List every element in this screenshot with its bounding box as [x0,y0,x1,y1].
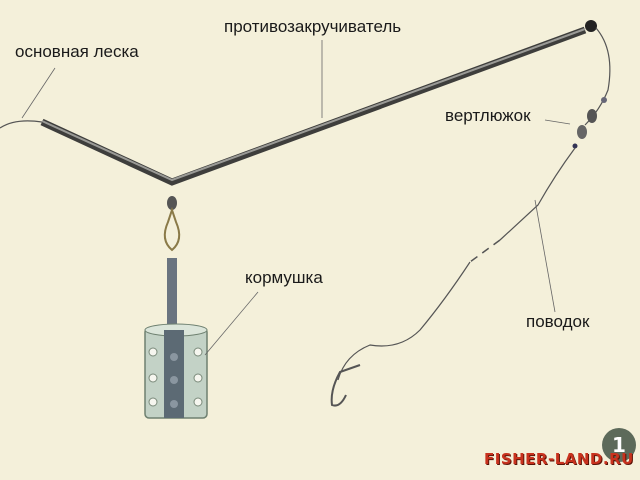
line-to-swivel [584,27,611,126]
leader-line-lower [337,261,471,381]
leader-line [499,147,576,241]
leader-dashed [469,239,501,263]
watermark: FISHER-LAND.RU [484,450,634,468]
label-anti-tangle: противозакручиватель [224,17,402,36]
swivel [572,97,607,149]
hook [330,364,361,407]
feeder [144,196,208,419]
anti-tangle-tube [40,26,587,186]
main-line [0,120,43,129]
label-leader: поводок [526,312,590,331]
pointer-lines [21,40,571,356]
stopper-bead [585,20,597,32]
label-swivel: вертлюжок [445,106,531,125]
label-main-line: основная леска [15,42,139,61]
label-feeder: кормушка [245,268,323,287]
figure-number-badge: 1 [602,428,636,462]
